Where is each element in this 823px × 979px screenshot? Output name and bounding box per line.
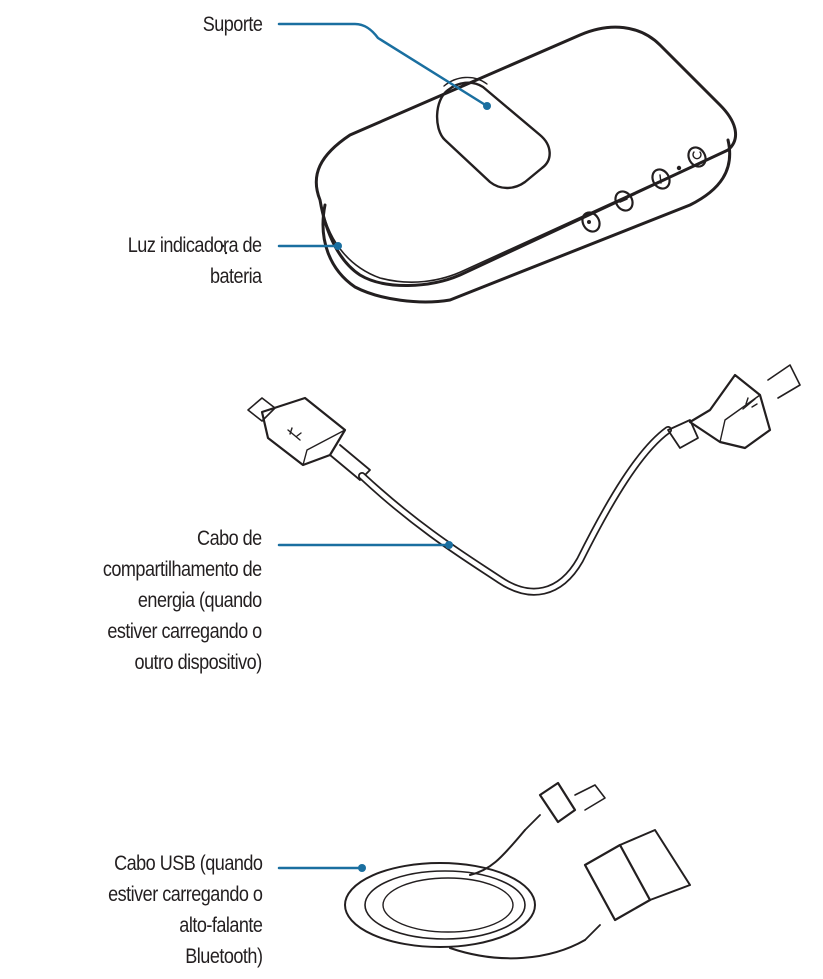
label-line: Suporte: [202, 13, 262, 36]
callout-dot-battery: [334, 242, 342, 250]
label-line: Cabo USB (quando: [113, 852, 263, 875]
label-line: bateria: [210, 265, 262, 288]
callout-dots: [334, 102, 491, 872]
callout-dot-power-cable: [445, 541, 453, 549]
label-line: estiver carregando o: [107, 620, 263, 643]
callout-dot-suporte: [483, 102, 491, 110]
usb-cable-illustration: [344, 781, 691, 960]
label-line: alto-falante: [178, 914, 263, 937]
label-battery-indicator: Luz indicadora de bateria: [128, 230, 262, 292]
label-power-sharing-cable: Cabo de compartilhamento de energia (qua…: [103, 523, 262, 678]
label-line: Bluetooth): [184, 945, 263, 968]
bluetooth-speaker-device: [221, 25, 737, 304]
label-line: compartilhamento de: [103, 558, 262, 581]
label-line: Luz indicadora de: [128, 234, 262, 257]
callout-dot-usb-cable: [358, 864, 366, 872]
label-line: energia (quando: [138, 589, 262, 612]
label-line: Cabo de: [197, 527, 262, 550]
callout-lines: [277, 22, 489, 870]
callout-line-suporte: [277, 22, 489, 108]
power-sharing-cable-illustration: [247, 364, 801, 596]
label-line: outro dispositivo): [134, 651, 263, 674]
label-usb-cable: Cabo USB (quando estiver carregando o al…: [107, 848, 263, 972]
label-line: estiver carregando o: [107, 883, 263, 906]
label-suporte: Suporte: [202, 9, 262, 40]
